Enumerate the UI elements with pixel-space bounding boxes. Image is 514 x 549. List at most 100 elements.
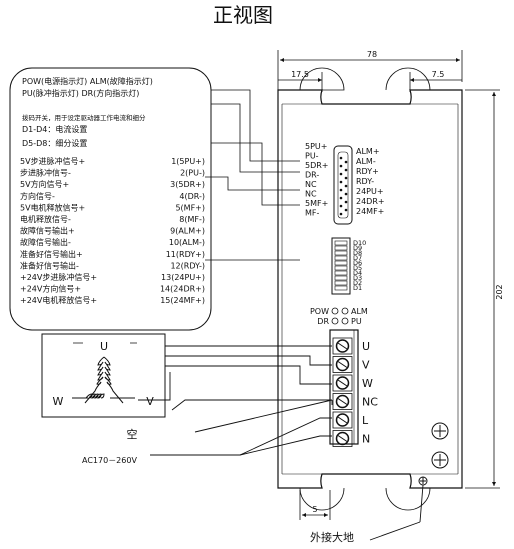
db15-connector	[333, 145, 353, 225]
alm-led-icon	[341, 307, 349, 315]
terminal-screw-icon[interactable]	[335, 376, 350, 390]
leader-line	[211, 89, 300, 162]
pu-led-icon	[341, 317, 349, 325]
led-pu-label: PU	[351, 317, 362, 326]
terminal-cell	[332, 411, 353, 429]
motor-wires	[138, 345, 332, 411]
signal-list: 5V步进脉冲信号+1(5PU+)步进脉冲信号-2(PU-)5V方向信号+3(5D…	[20, 156, 205, 305]
bottom-dimension	[299, 490, 331, 520]
motor-u-label: U	[100, 340, 108, 353]
led-indicators	[331, 307, 349, 325]
signal-pin: 5(MF+)	[175, 203, 205, 212]
led-alm-label: ALM	[351, 307, 368, 316]
leader-line	[211, 103, 300, 173]
connector-pin-label: 5PU+	[305, 142, 327, 151]
signal-pin: 12(RDY-)	[170, 261, 205, 270]
connector-pin-label: NC	[305, 190, 317, 199]
signal-pin: 11(RDY+)	[166, 250, 205, 259]
motor-w-label: W	[53, 395, 64, 408]
connector-pin-label: DR-	[305, 171, 319, 180]
connector-pin-label: MF-	[305, 209, 320, 218]
signal-pin: 4(DR-)	[179, 192, 205, 201]
terminal-cell	[332, 356, 353, 373]
connector-pin-label: RDY-	[356, 177, 374, 186]
signal-label: 准备好信号输出+	[20, 249, 83, 259]
dip-d5-note: D5-D8：细分设置	[22, 138, 87, 148]
legend-box	[9, 67, 212, 331]
dim-right-offset: 7.5	[432, 70, 445, 79]
terminal-label: NC	[362, 396, 378, 409]
signal-pin: 9(ALM+)	[170, 227, 205, 236]
connector-pin-label: 5DR+	[305, 161, 329, 170]
signal-pin: 10(ALM-)	[169, 238, 205, 247]
nc-wire	[194, 399, 333, 433]
pow-led-icon	[331, 307, 339, 315]
dip-label: D7	[353, 254, 362, 262]
signal-pin: 3(5DR+)	[170, 180, 205, 189]
connector-pin-label: 24DR+	[356, 197, 385, 206]
signal-pin: 2(PU-)	[180, 169, 205, 178]
terminal-screw-icon[interactable]	[335, 413, 350, 427]
connector-pin-label: 5MF+	[305, 199, 328, 208]
dip-d1-note: D1-D4：电流设置	[22, 124, 87, 134]
terminal-screw-icon[interactable]	[335, 394, 350, 409]
signal-label: 5V步进脉冲信号+	[20, 156, 85, 166]
dr-led-icon	[331, 317, 339, 325]
signal-label: 方向信号-	[20, 191, 55, 201]
signal-label: 故障信号输出+	[20, 226, 75, 236]
legend-line-2: PU(脉冲指示灯) DR(方向指示灯)	[22, 88, 139, 98]
ac-label: AC170－260V	[82, 456, 137, 465]
motor-box	[41, 333, 166, 418]
connector-pin-label: 24PU+	[356, 187, 384, 196]
terminal-cell	[332, 393, 353, 410]
signal-label: 准备好信号输出-	[20, 260, 79, 270]
driver-body	[277, 67, 463, 511]
led-dr-label: DR	[317, 317, 329, 326]
screw-slot-icon	[337, 416, 348, 424]
motor-v-label: V	[146, 395, 154, 408]
signal-label: 故障信号输出-	[20, 237, 71, 247]
page-title: 正视图	[213, 3, 273, 27]
dip-label: D10	[353, 239, 366, 247]
connector-pin-label: NC	[305, 180, 317, 189]
signal-label: +24V电机释放信号+	[20, 295, 97, 305]
signal-leader-lines	[205, 89, 300, 261]
dip-switch[interactable]	[331, 237, 351, 295]
dip-note: 拨码开关，用于设定驱动器工作电流和细分	[22, 113, 146, 122]
connector-pin-label: ALM-	[356, 157, 376, 166]
dip-label: D5	[353, 264, 362, 272]
signal-pin: 15(24MF+)	[160, 296, 205, 305]
signal-pin: 13(24PU+)	[161, 273, 205, 282]
signal-label: 5V电机释放信号+	[20, 202, 85, 212]
terminal-screw-icon[interactable]	[335, 431, 350, 446]
screw-slot-icon	[337, 379, 348, 387]
terminal-label: N	[362, 433, 370, 446]
dip-label: D8	[353, 249, 362, 257]
ground-wire	[369, 484, 424, 541]
terminal-screw-icon[interactable]	[335, 339, 350, 353]
legend-line-1: POW(电源指示灯) ALM(故障指示灯)	[22, 76, 153, 86]
top-dimension	[277, 50, 463, 92]
signal-label: 步进脉冲信号-	[20, 168, 71, 178]
dim-slot: 5	[312, 505, 317, 514]
connector-pin-label: 24MF+	[356, 207, 384, 216]
leader-line	[211, 142, 300, 206]
terminal-cell	[332, 337, 353, 355]
signal-pin: 8(MF-)	[179, 215, 205, 224]
connector-right-labels: ALM+ALM-RDY+RDY-24PU+24DR+24MF+	[356, 147, 385, 216]
screw-slot-icon	[337, 361, 348, 368]
led-pow-label: POW	[310, 307, 329, 316]
dim-width: 78	[367, 50, 377, 59]
terminal-screw-icon[interactable]	[335, 357, 350, 372]
nc-label: 空	[127, 427, 138, 441]
signal-label: 电机释放信号-	[20, 214, 71, 224]
dip-label: D4	[353, 269, 362, 277]
connector-pin-label: ALM+	[356, 147, 380, 156]
dip-label: D2	[353, 279, 362, 287]
terminal-label: W	[362, 377, 373, 390]
terminal-label: U	[362, 340, 370, 353]
signal-pin: 14(24DR+)	[160, 285, 205, 294]
ground-label: 外接大地	[310, 530, 354, 544]
